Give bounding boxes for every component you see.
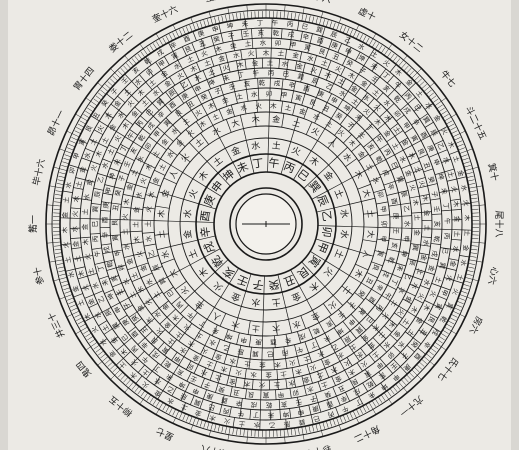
dense-ring-char: 土 xyxy=(273,380,281,389)
dense-ring-char: 金 xyxy=(60,211,69,218)
inner-ring-label: 乙 xyxy=(319,210,333,223)
dense-ring-char: 艮 xyxy=(111,219,119,226)
dense-ring-char: 午 xyxy=(443,218,452,225)
dense-ring-char: 酉 xyxy=(269,338,276,346)
dense-ring-char: 土 xyxy=(131,221,140,228)
dense-ring-char: 土 xyxy=(413,214,422,221)
dense-ring-char: 丁 xyxy=(252,411,259,419)
dense-ring-char: 乙 xyxy=(268,421,275,429)
inner-ring-label: 午 xyxy=(268,156,281,170)
dense-ring-char: 坤 xyxy=(282,410,289,420)
dense-ring-char: 甲 xyxy=(280,91,288,100)
dense-ring-char: 乾 xyxy=(432,235,442,243)
dense-ring-char: 金 xyxy=(265,371,272,380)
dense-ring-char: 亥 xyxy=(258,28,265,37)
dense-ring-char: 土 xyxy=(80,208,89,216)
dense-ring-char: 土 xyxy=(423,225,432,232)
dense-ring-char: 甲 xyxy=(379,205,388,212)
dense-ring-char: 午 xyxy=(272,18,279,27)
dense-ring-char: 卯 xyxy=(274,38,281,47)
inner-ring-label: 卯 xyxy=(319,226,333,239)
ring-3-label: 木 xyxy=(156,209,167,218)
inner-ring-label: 辛 xyxy=(197,226,212,239)
dense-ring-char: 丁 xyxy=(257,19,264,27)
ring-3-label: 土 xyxy=(251,324,260,335)
dense-ring-char: 巳 xyxy=(91,220,99,227)
dense-ring-char: 土 xyxy=(453,231,462,238)
dense-ring-char: 未 xyxy=(267,411,274,420)
dense-ring-char: 木 xyxy=(60,226,69,233)
dense-ring-char: 火 xyxy=(71,210,79,217)
dense-ring-char: 戌 xyxy=(250,400,258,409)
dense-ring-char: 土 xyxy=(267,58,274,67)
dense-ring-char: 申 xyxy=(402,235,412,242)
dense-ring-char: 木 xyxy=(270,101,278,110)
dense-ring-char: 壬 xyxy=(432,205,442,213)
ring-3-label: 金 xyxy=(272,114,281,125)
dense-ring-char: 甲 xyxy=(289,41,297,50)
dense-ring-char: 土 xyxy=(120,228,129,235)
dense-ring-char: 丙 xyxy=(268,69,275,77)
dense-ring-char: 巳 xyxy=(266,350,273,358)
dense-ring-char: 辛 xyxy=(100,231,109,239)
dense-ring-char: 火 xyxy=(255,102,262,110)
dense-ring-char: 木 xyxy=(463,215,472,222)
dense-ring-char: 水 xyxy=(403,220,412,227)
ring-3-label: 土 xyxy=(366,209,377,218)
center-needle xyxy=(236,194,296,254)
dense-ring-char: 水 xyxy=(260,38,267,47)
dense-ring-char: 甲 xyxy=(379,235,388,242)
dense-ring-char: 庚 xyxy=(392,212,401,220)
dense-ring-char: 乾 xyxy=(265,401,272,410)
dense-ring-char: 火 xyxy=(121,213,129,220)
dense-ring-char: 卯 xyxy=(380,221,389,228)
dense-ring-char: 亥 xyxy=(433,221,442,228)
dense-ring-char: 丙 xyxy=(442,232,450,240)
dense-ring-char: 金 xyxy=(453,216,462,223)
dense-ring-char: 金 xyxy=(259,361,266,370)
dense-ring-char: 金 xyxy=(422,210,431,218)
inner-ring-label: 子 xyxy=(252,277,265,291)
dense-ring-char: 壬 xyxy=(392,227,401,234)
dense-ring-char: 金 xyxy=(252,58,260,67)
dense-ring-char: 水 xyxy=(70,225,79,232)
dense-ring-char: 水 xyxy=(249,370,257,380)
ring-3-label: 土 xyxy=(156,230,167,239)
inner-ring-label: 丁 xyxy=(252,156,265,170)
dense-ring-char: 火 xyxy=(248,49,256,58)
dense-ring-char: 金 xyxy=(413,229,422,237)
dense-ring-char: 火 xyxy=(258,381,265,389)
dense-ring-char: 丙 xyxy=(91,235,100,243)
ring-3-label: 木 xyxy=(251,114,260,125)
dense-ring-char: 乾 xyxy=(259,78,266,87)
dense-ring-char: 巽 xyxy=(251,349,259,358)
dense-ring-char: 戌 xyxy=(273,78,281,88)
dense-ring-char: 木 xyxy=(263,48,270,57)
outer-annotation: 觜一 xyxy=(27,215,39,233)
dense-ring-char: 艮 xyxy=(247,390,255,399)
dense-ring-char: 丁 xyxy=(442,202,451,210)
inner-ring-label: 癸 xyxy=(268,277,281,292)
dense-ring-char: 木 xyxy=(273,360,281,370)
dense-ring-char: 土 xyxy=(143,220,152,227)
dense-ring-char: 午 xyxy=(252,68,260,77)
dense-ring-char: 庚 xyxy=(255,338,263,347)
dense-ring-char: 金 xyxy=(80,223,89,230)
dense-ring-char: 甲 xyxy=(277,390,284,399)
dense-ring-char: 土 xyxy=(463,230,472,237)
ring-3-label: 大 xyxy=(366,230,377,239)
dense-ring-char: 酉 xyxy=(101,216,109,223)
outer-annotation: 尾十八 xyxy=(493,210,505,237)
ring-3-label: 大 xyxy=(272,324,281,335)
inner-ring-label: 酉 xyxy=(198,210,212,223)
dense-ring-char: 寅 xyxy=(262,391,269,400)
dense-ring-char: 卯 xyxy=(266,89,273,98)
dense-ring-char: 乾 xyxy=(273,28,280,37)
dense-ring-char: 巽 xyxy=(91,205,100,213)
dense-ring-char: 土 xyxy=(277,48,285,58)
dense-ring-char: 水 xyxy=(253,421,260,430)
